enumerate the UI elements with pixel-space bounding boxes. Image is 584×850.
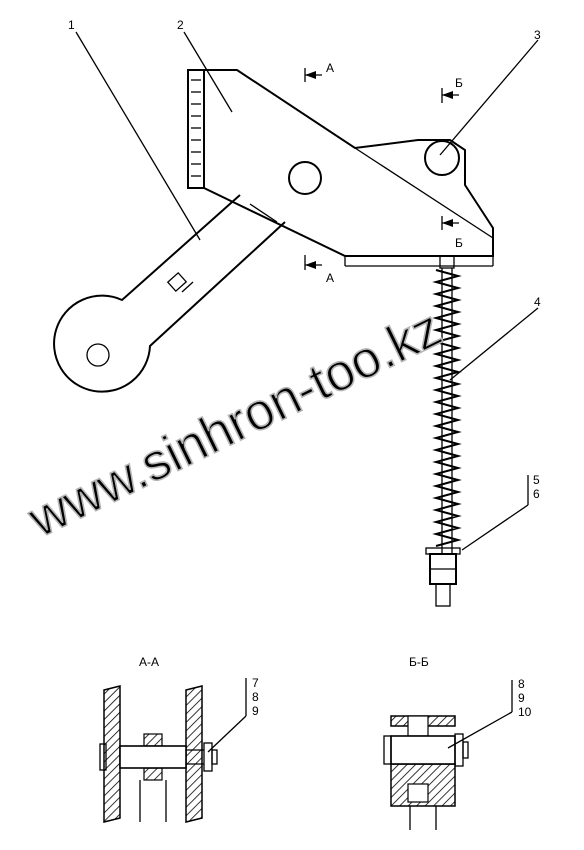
leader-lines [75,31,539,551]
section-title-aa: А-А [139,655,159,669]
callout-2: 2 [177,18,184,32]
spring-rod [425,255,462,607]
section-letter: Б [455,76,463,90]
callout-4: 4 [534,295,541,309]
section-mark-a-bottom: А [304,255,334,285]
section-title-bb: Б-Б [409,655,429,669]
section-mark-a-top: А [304,61,334,82]
section-letter: А [326,61,334,75]
bracket-body [187,69,494,267]
section-view-aa [99,678,247,823]
watermark-text: www.sinhron-too.kz [19,299,451,549]
lever-arm [53,194,286,393]
callout-6: 6 [533,487,540,501]
section-mark-b-bottom: Б [441,216,463,250]
callout-9: 9 [252,704,259,718]
callout-3: 3 [534,28,541,42]
callout-1: 1 [68,18,75,32]
callout-5: 5 [533,473,540,487]
callout-8b: 8 [518,677,525,691]
section-letter: А [326,271,334,285]
callout-9b: 9 [518,691,525,705]
section-letter: Б [455,236,463,250]
section-mark-b-top: Б [441,76,463,103]
callout-7: 7 [252,676,259,690]
callout-8: 8 [252,690,259,704]
section-view-bb [383,680,513,830]
callout-10: 10 [518,705,532,719]
